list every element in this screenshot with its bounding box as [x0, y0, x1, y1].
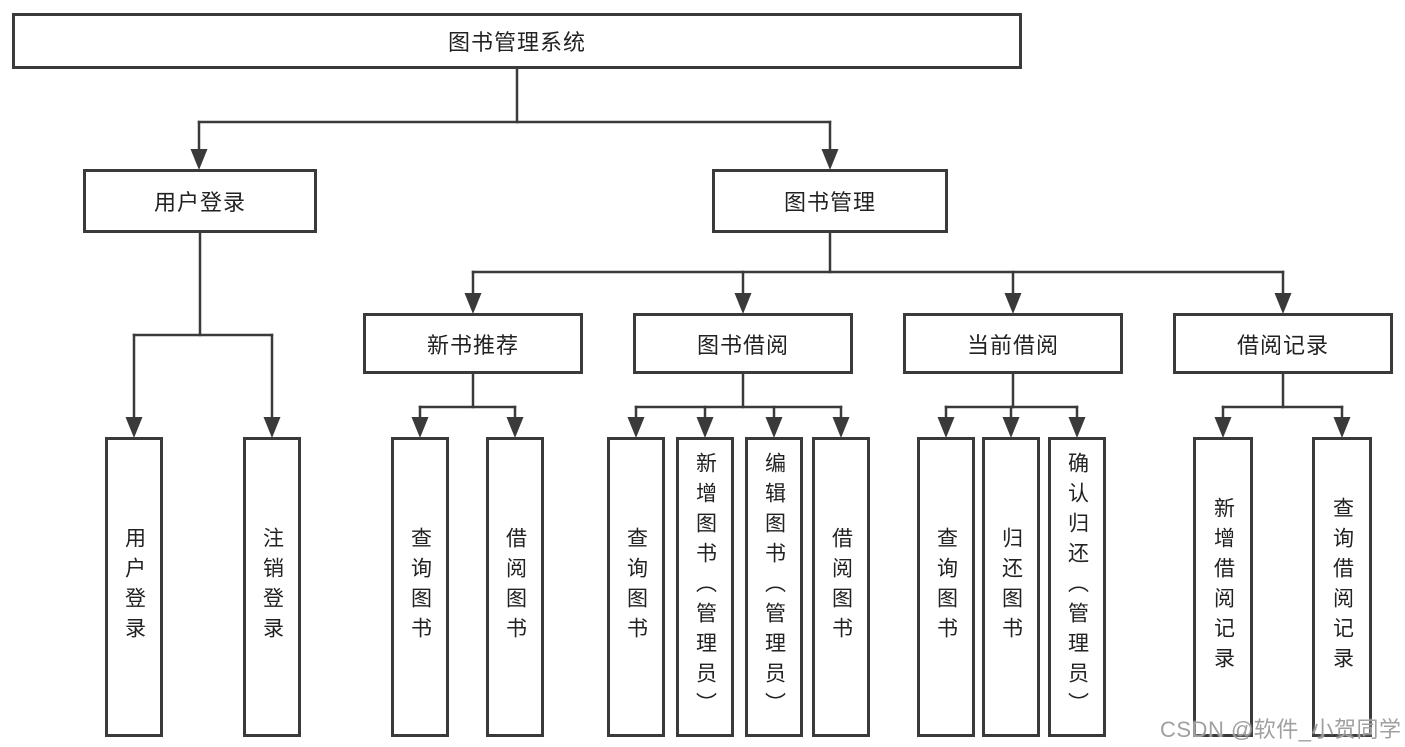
leaf-add-borrow-record: 新增借阅记录 [1193, 437, 1253, 737]
leaf-confirm-return-admin-label: 确认归还（管理员） [1065, 452, 1089, 722]
node-borrow-records-label: 借阅记录 [1236, 332, 1329, 358]
watermark: CSDN @软件_小贺同学 [1160, 717, 1402, 742]
connector-root-to-level2 [190, 66, 839, 170]
node-book-borrow-label: 图书借阅 [696, 332, 789, 358]
leaf-edit-book-admin: 编辑图书（管理员） [745, 437, 803, 737]
leaf-query-books-3-label: 查询图书 [934, 527, 958, 647]
leaf-add-book-admin: 新增图书（管理员） [676, 437, 734, 737]
node-new-book-recommend: 新书推荐 [363, 313, 583, 374]
leaf-add-book-admin-label: 新增图书（管理员） [693, 452, 717, 722]
leaf-query-books-1: 查询图书 [391, 437, 449, 737]
leaf-edit-book-admin-label: 编辑图书（管理员） [762, 452, 786, 722]
leaf-query-borrow-record-label: 查询借阅记录 [1330, 497, 1354, 677]
connector-user-login-to-leaves [125, 230, 281, 438]
leaf-borrow-books-2-label: 借阅图书 [829, 527, 853, 647]
node-new-book-recommend-label: 新书推荐 [426, 332, 519, 358]
node-library-system-label: 图书管理系统 [447, 30, 586, 55]
leaf-return-books-label: 归还图书 [999, 527, 1023, 647]
leaf-query-borrow-record: 查询借阅记录 [1312, 437, 1372, 737]
leaf-query-books-2-label: 查询图书 [624, 527, 648, 647]
leaf-borrow-books-1: 借阅图书 [486, 437, 544, 737]
leaf-borrow-books-1-label: 借阅图书 [503, 527, 527, 647]
leaf-return-books: 归还图书 [982, 437, 1040, 737]
leaf-add-borrow-record-label: 新增借阅记录 [1211, 497, 1235, 677]
connector-current-to-leaves [937, 371, 1086, 438]
leaf-logout: 注销登录 [243, 437, 301, 737]
leaf-borrow-books-2: 借阅图书 [812, 437, 870, 737]
leaf-query-books-1-label: 查询图书 [408, 527, 432, 647]
leaf-logout-label: 注销登录 [260, 527, 284, 647]
node-user-login: 用户登录 [83, 169, 317, 233]
connector-new-book-to-leaves [411, 371, 524, 438]
connector-records-to-leaves [1214, 371, 1351, 438]
node-library-system: 图书管理系统 [12, 13, 1022, 69]
node-current-borrow-label: 当前借阅 [966, 332, 1059, 358]
node-book-management-label: 图书管理 [783, 190, 876, 215]
node-current-borrow: 当前借阅 [903, 313, 1123, 374]
leaf-query-books-3: 查询图书 [917, 437, 975, 737]
connector-book-mgmt-to-level3 [464, 230, 1292, 314]
node-book-management: 图书管理 [712, 169, 948, 233]
node-borrow-records: 借阅记录 [1173, 313, 1393, 374]
leaf-user-login: 用户登录 [105, 437, 163, 737]
node-book-borrow: 图书借阅 [633, 313, 853, 374]
connector-borrow-to-leaves [627, 371, 850, 438]
leaf-user-login-label: 用户登录 [122, 527, 146, 647]
node-user-login-label: 用户登录 [153, 190, 246, 215]
leaf-query-books-2: 查询图书 [607, 437, 665, 737]
leaf-confirm-return-admin: 确认归还（管理员） [1048, 437, 1106, 737]
